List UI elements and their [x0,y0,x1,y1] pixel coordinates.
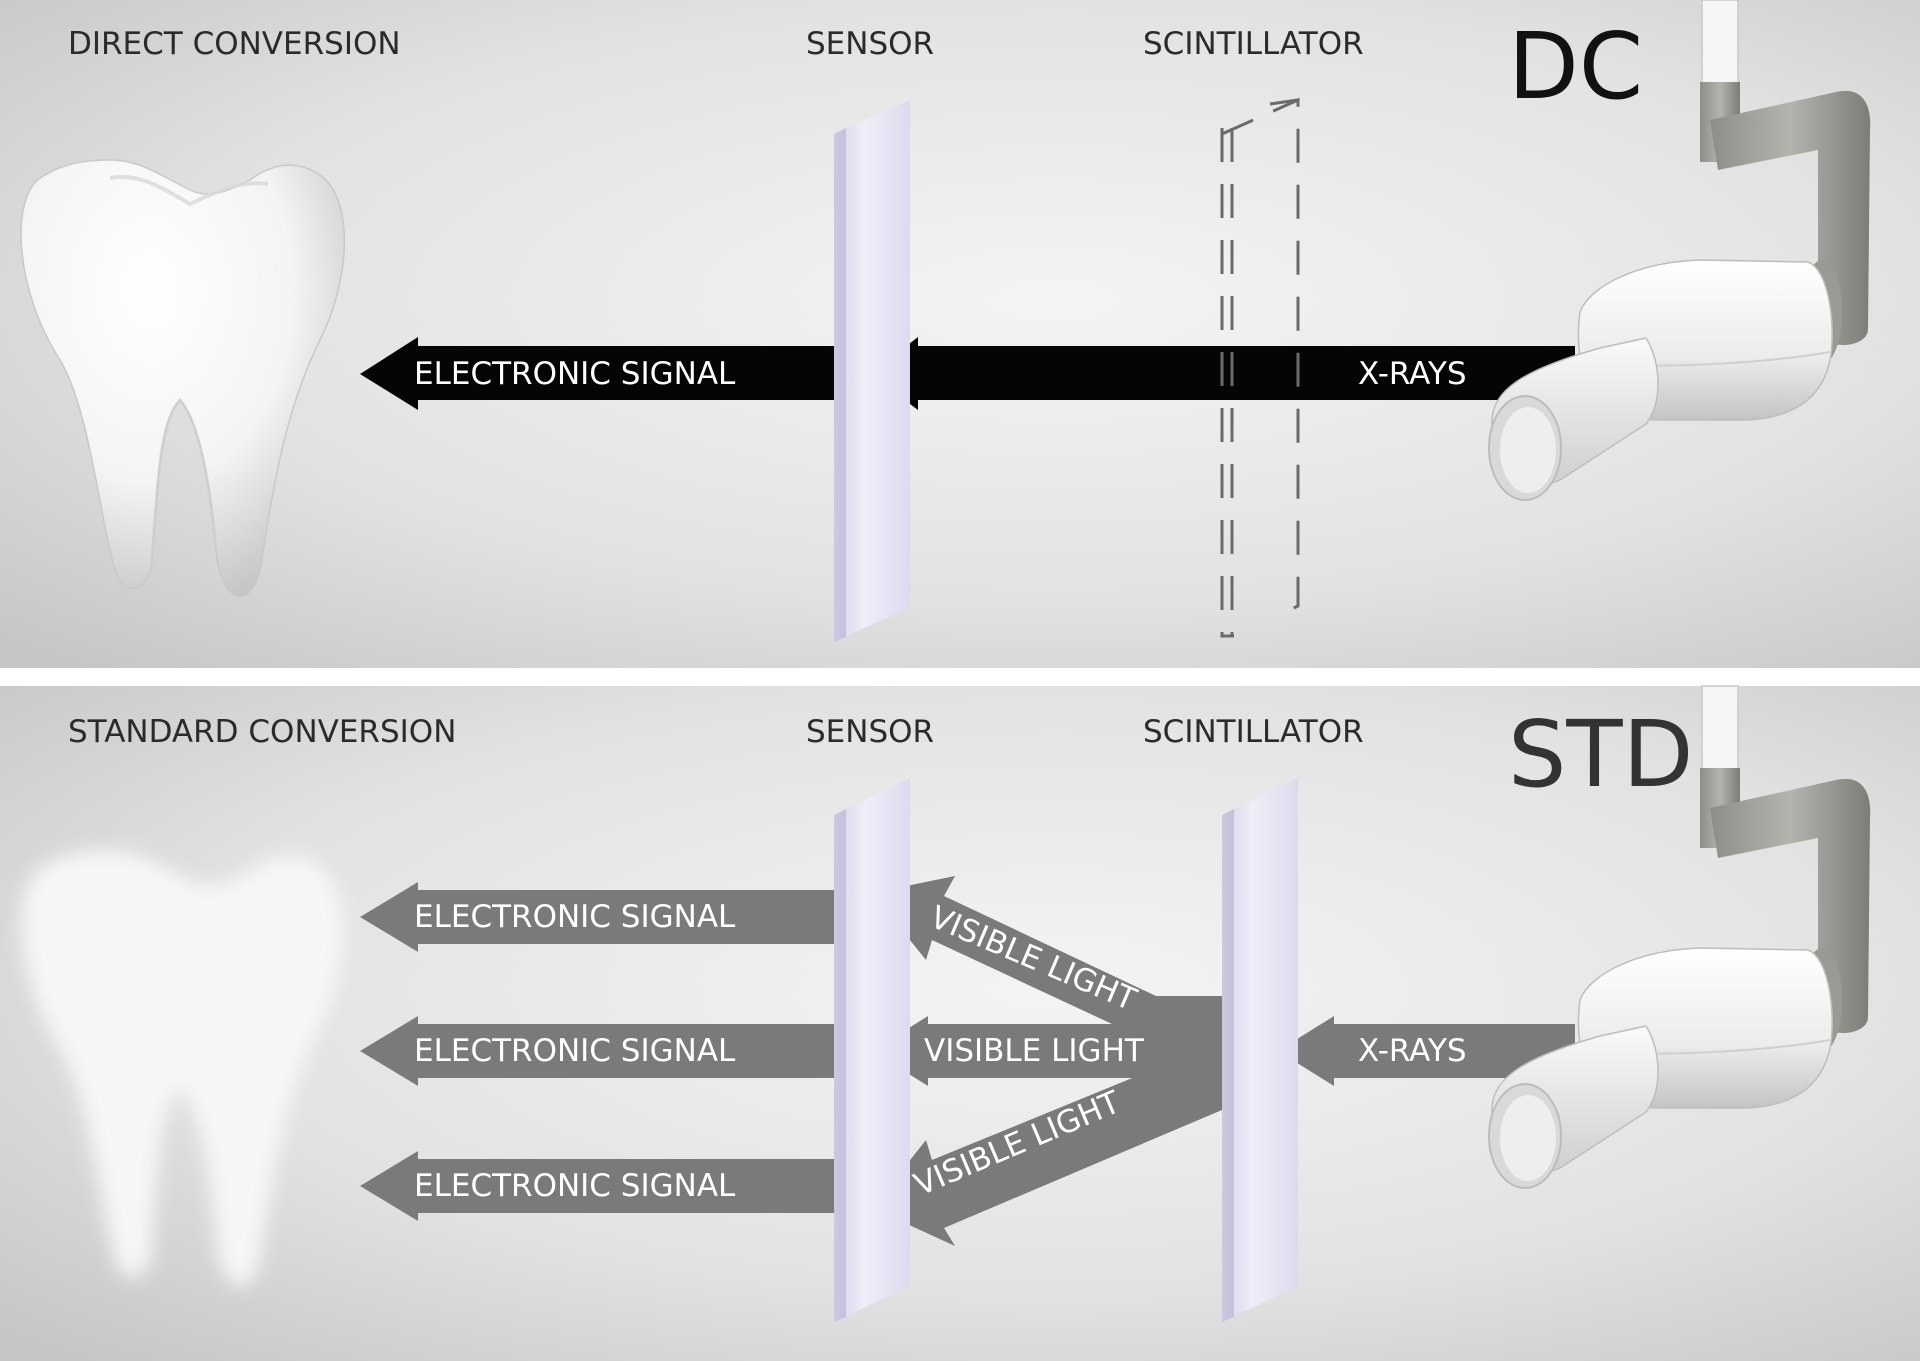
std-light-arrow-2: VISIBLE LIGHT [872,1016,1222,1086]
dc-sensor-label: SENSOR [806,26,934,62]
std-signal-arrow-2: ELECTRONIC SIGNAL [360,1016,834,1086]
blurred-tooth-icon [20,848,346,1288]
dc-sensor-plate [834,100,910,642]
std-light-label-2: VISIBLE LIGHT [924,1033,1145,1069]
std-signal-arrow-3: ELECTRONIC SIGNAL [360,1151,834,1221]
std-signal-label-2: ELECTRONIC SIGNAL [414,1033,736,1069]
std-signal-label-3: ELECTRONIC SIGNAL [414,1168,736,1204]
std-scintillator-label: SCINTILLATOR [1143,714,1364,750]
dc-scintillator-label: SCINTILLATOR [1143,26,1364,62]
std-signal-label-1: ELECTRONIC SIGNAL [414,899,736,935]
dc-signal-arrow: ELECTRONIC SIGNAL [360,337,834,410]
std-badge: STD [1508,701,1693,808]
tooth-icon [20,159,346,597]
std-scintillator-plate [1222,778,1298,1322]
std-xray-label: X-RAYS [1358,1033,1467,1069]
std-title: STANDARD CONVERSION [68,714,456,750]
dc-scintillator-outline [1220,97,1300,638]
xray-tube-icon [1488,0,1871,501]
std-xray-arrow: X-RAYS [1278,1016,1575,1086]
dc-signal-label: ELECTRONIC SIGNAL [414,356,736,392]
dc-xray-label: X-RAYS [1358,356,1467,392]
std-signal-arrow-1: ELECTRONIC SIGNAL [360,882,834,952]
std-sensor-label: SENSOR [806,714,934,750]
std-sensor-plate [834,778,910,1322]
dc-badge: DC [1508,13,1643,120]
dc-title: DIRECT CONVERSION [68,26,401,62]
panel-divider [0,668,1920,686]
std-panel: STANDARD CONVERSION SENSOR SCINTILLATOR … [0,685,1920,1361]
dc-panel: DIRECT CONVERSION SENSOR SCINTILLATOR DC… [0,0,1920,668]
xray-tube-icon [1488,685,1871,1189]
